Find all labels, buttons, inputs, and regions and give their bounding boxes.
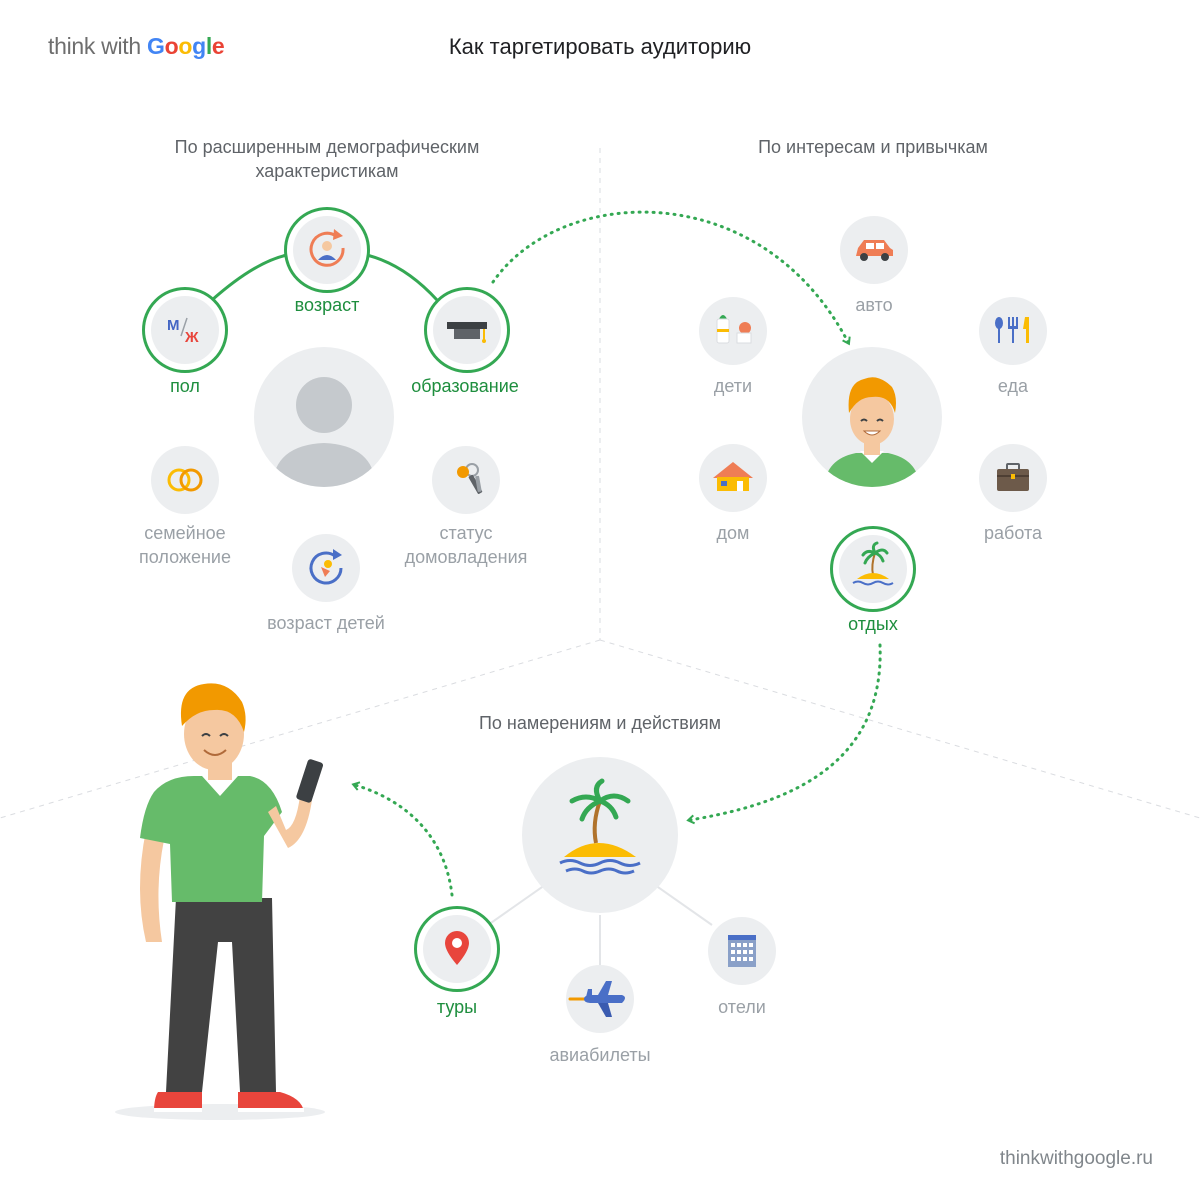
user-silhouette-icon xyxy=(272,377,376,487)
node-child-age xyxy=(292,534,360,602)
svg-text:Ж: Ж xyxy=(184,329,199,346)
section-dividers xyxy=(0,148,1200,819)
label-age: возраст xyxy=(294,295,360,315)
man-with-phone-illustration xyxy=(115,683,325,1120)
demographics-title: По расширенным демографическим характери… xyxy=(130,135,524,183)
car-icon xyxy=(856,240,893,261)
demographics-arc xyxy=(211,253,439,302)
gender-icon: М Ж xyxy=(167,317,199,346)
intent-links xyxy=(487,884,713,965)
briefcase-icon xyxy=(997,463,1029,491)
keys-icon xyxy=(457,463,483,494)
node-gender: М Ж xyxy=(142,287,228,373)
airplane-icon xyxy=(568,981,625,1017)
baby-bottle-icon xyxy=(716,315,752,344)
label-homeowner: статус домовладения xyxy=(390,521,542,569)
label-hotels: отели xyxy=(718,997,766,1017)
svg-text:М: М xyxy=(167,317,180,334)
cutlery-icon xyxy=(995,317,1029,343)
label-auto: авто xyxy=(855,295,893,315)
house-icon xyxy=(713,462,753,491)
footer-url: thinkwithgoogle.ru xyxy=(999,1148,1153,1169)
node-education xyxy=(424,287,510,373)
arrow-vacation-to-intents xyxy=(686,643,882,825)
island-large-icon xyxy=(559,778,641,875)
label-flights: авиабилеты xyxy=(549,1045,651,1065)
label-marital-line2: положение xyxy=(139,547,231,567)
interests-title: По интересам и привычкам xyxy=(758,137,988,157)
smiling-man-icon xyxy=(824,377,920,487)
node-hotels xyxy=(708,917,776,985)
baby-rattle-icon xyxy=(309,549,343,585)
label-kids: дети xyxy=(713,376,753,396)
island-icon xyxy=(852,541,894,586)
label-homeowner-line1: статус xyxy=(439,523,493,543)
age-icon xyxy=(309,229,345,267)
demographics-title-line2: характеристикам xyxy=(255,161,399,181)
node-home xyxy=(699,444,767,512)
node-homeowner xyxy=(432,446,500,514)
label-marital-line1: семейное xyxy=(144,523,226,543)
node-vacation xyxy=(830,526,916,612)
generic-avatar xyxy=(254,347,394,487)
node-age xyxy=(284,207,370,293)
label-work: работа xyxy=(984,523,1042,543)
demographics-title-line1: По расширенным демографическим xyxy=(174,137,480,157)
label-gender: пол xyxy=(170,376,200,396)
label-homeowner-line2: домовладения xyxy=(404,547,528,567)
brand-prefix: think with xyxy=(48,33,141,59)
wedding-rings-icon xyxy=(167,468,203,492)
label-child-age: возраст детей xyxy=(267,613,385,633)
arrow-tours-to-phone xyxy=(351,781,454,897)
node-food xyxy=(979,297,1047,365)
node-marital xyxy=(151,446,219,514)
person-avatar xyxy=(802,347,942,487)
label-education: образование xyxy=(411,376,519,396)
label-vacation: отдых xyxy=(848,614,898,634)
node-flights xyxy=(566,965,634,1033)
node-work xyxy=(979,444,1047,512)
brand-logo: think with Google xyxy=(48,33,225,60)
label-marital: семейное положение xyxy=(115,521,255,569)
island-hub xyxy=(522,757,678,913)
intents-title: По намерениям и действиям xyxy=(478,713,722,733)
label-tours: туры xyxy=(436,997,478,1017)
node-auto xyxy=(840,216,908,284)
location-pin-icon xyxy=(445,931,469,965)
hotel-building-icon xyxy=(728,935,756,967)
node-tours xyxy=(414,906,500,992)
graduation-cap-icon xyxy=(447,322,487,343)
node-kids xyxy=(699,297,767,365)
arrow-education-to-interests xyxy=(491,210,851,346)
label-home: дом xyxy=(716,523,750,543)
page-title: Как таргетировать аудиторию xyxy=(448,34,752,59)
label-food: еда xyxy=(997,376,1029,396)
brand-name: Google xyxy=(146,33,225,59)
